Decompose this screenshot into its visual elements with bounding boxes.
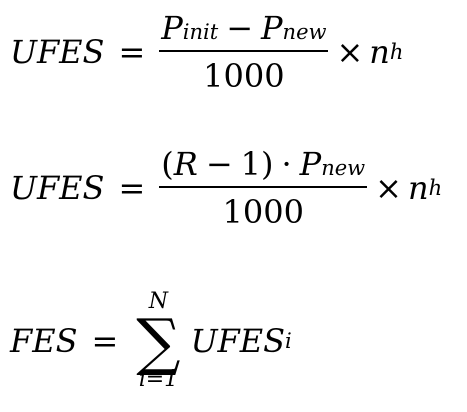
r-variable: R — [173, 145, 198, 183]
minus-sign: − — [226, 9, 254, 47]
minus-sign: − — [205, 145, 233, 183]
equals-sign: = — [118, 169, 146, 207]
sigma-symbol: ∑ — [136, 305, 181, 378]
close-paren: ) — [261, 145, 274, 183]
p-new-subscript: new — [282, 20, 327, 44]
denominator: 1000 — [222, 193, 304, 231]
sum-lower-limit: i=1 — [138, 367, 179, 392]
denominator: 1000 — [203, 57, 285, 95]
term-ufes: UFES — [190, 322, 286, 360]
n-subscript: h — [389, 39, 404, 64]
term-subscript: i — [285, 328, 292, 353]
p-new-subscript: new — [321, 156, 366, 180]
fraction-bar — [159, 50, 329, 52]
p-new-base: P — [261, 9, 283, 47]
dot-operator: · — [281, 145, 292, 183]
times-sign: × — [336, 33, 364, 71]
n-subscript: h — [428, 175, 443, 200]
p-init-base: P — [161, 9, 183, 47]
lhs-ufes: UFES — [10, 169, 105, 207]
fraction-bar — [159, 186, 368, 188]
lhs-fes: FES — [10, 322, 78, 360]
p-init-subscript: init — [182, 20, 219, 44]
n-base: n — [407, 169, 429, 207]
sum-upper-limit: N — [148, 289, 169, 314]
equals-sign: = — [118, 33, 146, 71]
p-new-base: P — [299, 145, 322, 183]
equals-sign: = — [91, 322, 119, 360]
one-constant: 1 — [240, 145, 262, 183]
summation: N ∑ i=1 — [136, 291, 180, 391]
times-sign: × — [375, 169, 402, 207]
n-base: n — [369, 33, 390, 71]
open-paren: ( — [161, 145, 174, 183]
lhs-ufes: UFES — [10, 33, 105, 71]
